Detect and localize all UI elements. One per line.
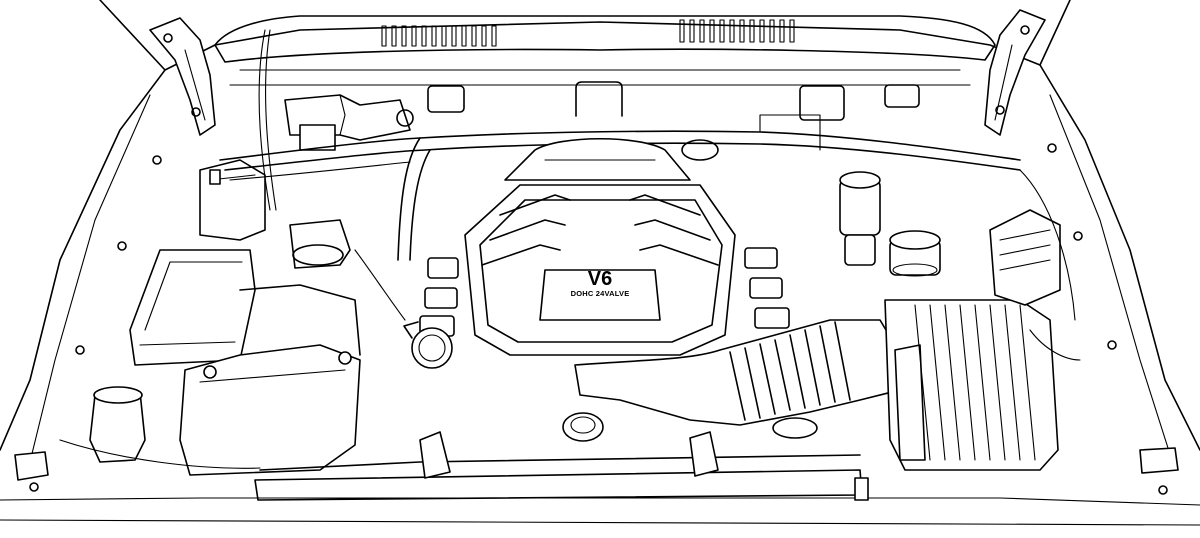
power-steering-reservoir (839, 171, 881, 266)
brake-master-bracket (199, 159, 266, 241)
front-right-corner-bracket (1139, 447, 1179, 474)
oil-filler-cap (403, 321, 453, 369)
intake-runners-left (481, 194, 571, 266)
cowl-vent-right (679, 19, 795, 43)
ignition-coils-right (744, 247, 790, 329)
radiator-support (59, 431, 869, 501)
cowl-hatch-2 (799, 85, 845, 121)
cowl-panel (214, 15, 996, 86)
air-cleaner-box (884, 299, 1059, 471)
ignition-coils-left (419, 257, 459, 337)
engine-badge-subtitle: DOHC 24VALVE (571, 289, 630, 298)
air-intake-duct (574, 319, 901, 439)
relay-box (289, 219, 351, 269)
intake-runners-right (629, 194, 719, 266)
radiator-cap (562, 412, 604, 442)
engine-cover: V6 DOHC 24VALVE (464, 184, 736, 356)
wiper-motor (284, 94, 414, 151)
brake-fluid-reservoir (889, 230, 941, 277)
hood-hinge-right (984, 9, 1046, 136)
wiring-harness (258, 29, 1081, 361)
cowl-hatch-3 (884, 84, 920, 108)
hood-hinge-left (149, 17, 216, 136)
washer-reservoir (89, 386, 146, 463)
cowl-hatch-1 (427, 85, 465, 113)
throttle-plenum (504, 137, 719, 181)
fuse-relay-module (989, 209, 1061, 306)
fender-bolts (29, 143, 1168, 495)
engine-badge-v6: V6 (588, 268, 612, 290)
cowl-vent-left (381, 25, 497, 47)
front-left-corner-bracket (14, 451, 49, 481)
engine-cover-badge-panel (539, 269, 661, 321)
battery (129, 249, 361, 476)
engine-hanger-bracket (575, 81, 623, 117)
